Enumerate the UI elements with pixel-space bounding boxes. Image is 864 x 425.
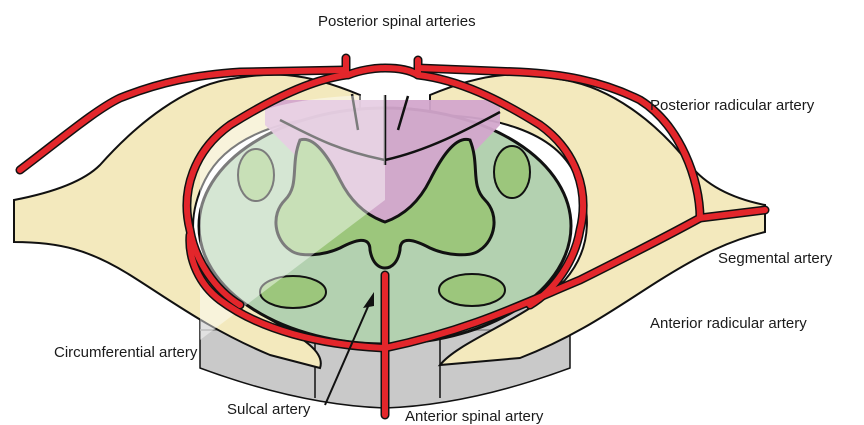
label-sulcal-artery: Sulcal artery [227,401,311,418]
label-posterior-radicular-artery: Posterior radicular artery [650,97,815,114]
label-anterior-radicular-artery: Anterior radicular artery [650,315,807,332]
label-circumferential-artery: Circumferential artery [54,344,198,361]
label-posterior-spinal-arteries: Posterior spinal arteries [318,13,476,30]
label-anterior-spinal-artery: Anterior spinal artery [405,408,544,425]
label-segmental-artery: Segmental artery [718,250,833,267]
